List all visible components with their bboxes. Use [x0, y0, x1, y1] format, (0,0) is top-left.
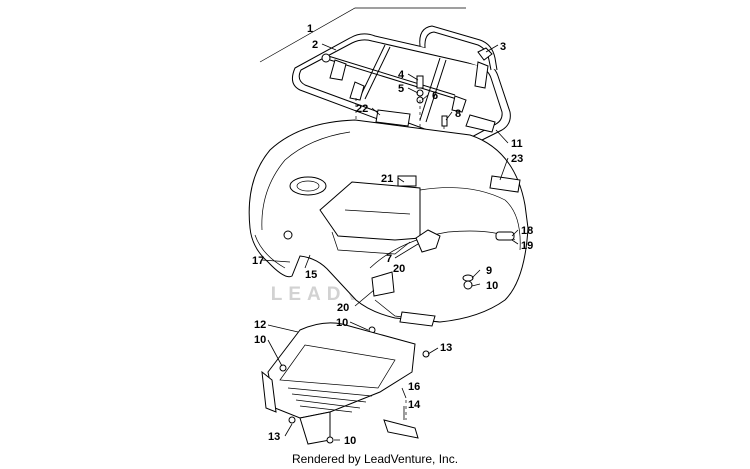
rack-inner-tube	[298, 39, 503, 142]
callout-14: 14	[408, 399, 421, 411]
footwell-floor	[279, 344, 396, 389]
rivet	[321, 53, 331, 63]
callout-7: 7	[386, 253, 392, 265]
rack-crossbar	[324, 54, 456, 96]
callout-16: 17	[252, 255, 264, 267]
rack-crossbar	[329, 59, 461, 101]
callout-4: 4	[398, 69, 405, 81]
decal-22	[375, 109, 411, 127]
callout-8: 8	[455, 108, 461, 120]
rack-foot	[329, 59, 347, 81]
callout-22: 22	[356, 103, 368, 115]
washer	[326, 436, 334, 444]
footwell-rivet	[279, 364, 287, 372]
callout-9: 9	[486, 265, 492, 277]
decal-23	[489, 175, 521, 193]
decal	[397, 175, 417, 187]
rack-foot	[474, 61, 489, 89]
callout-18: 19	[521, 240, 533, 252]
footwell-body	[267, 322, 416, 419]
fender-contour	[261, 131, 351, 231]
rear-rack	[259, 7, 511, 149]
fender-contour	[254, 234, 286, 269]
fender-contour	[419, 187, 521, 251]
callout-23: 23	[511, 153, 523, 165]
rack-reference-line	[259, 7, 466, 63]
footwell-tread	[299, 405, 353, 413]
callout-10: 10	[344, 435, 356, 447]
rack-foot	[349, 81, 365, 101]
callout-11: 11	[511, 138, 523, 150]
callout-17: 18	[521, 225, 533, 237]
fender-rivet	[283, 230, 293, 240]
callout-6: 6	[432, 90, 438, 102]
footwell-tread	[287, 387, 373, 397]
gasket	[415, 229, 441, 253]
callout-19: 20	[337, 302, 349, 314]
rack-crossbar	[359, 44, 386, 98]
nut	[462, 274, 474, 282]
rack-crossbar	[364, 46, 391, 100]
washer	[416, 89, 424, 97]
rack-foot	[451, 95, 467, 113]
rear-fender	[248, 119, 529, 327]
fender-tub-line	[344, 209, 411, 215]
callout-labels: 1 2 3 4 5 6 8 22 11 23 21 18 19 7 17 15 …	[252, 23, 533, 447]
fender-cap	[289, 176, 327, 196]
footwell-tread	[291, 393, 367, 403]
footwell-panel	[299, 411, 331, 445]
footwell-rivet	[288, 416, 296, 424]
rack-crossbar	[425, 59, 447, 123]
footwell-tread	[295, 399, 361, 409]
fender-tub-floor	[331, 231, 411, 255]
leader-lines	[261, 43, 519, 441]
callout-5: 5	[398, 83, 404, 95]
callout-10: 10	[486, 280, 498, 292]
callout-20: 20	[393, 263, 405, 275]
fender-slot	[495, 231, 515, 241]
callout-3: 3	[500, 41, 506, 53]
callout-15: 15	[305, 269, 317, 281]
callout-21: 21	[381, 173, 393, 185]
footrest-plate	[383, 419, 419, 439]
footer-caption: Rendered by LeadVenture, Inc.	[291, 452, 459, 466]
footwell-flap	[261, 370, 277, 413]
callout-10: 10	[254, 334, 266, 346]
rack-side-plate	[465, 114, 496, 133]
mud-flap	[399, 311, 436, 327]
callout-13: 13	[440, 342, 452, 354]
bolt	[416, 75, 424, 89]
washer	[463, 280, 473, 290]
callout-10: 10	[336, 317, 348, 329]
rack-crossbar	[419, 57, 441, 121]
callout-1: 1	[307, 23, 313, 35]
callout-15: 16	[408, 381, 420, 393]
left-footwell	[261, 322, 416, 445]
callout-13: 13	[268, 431, 280, 443]
push-rivet	[422, 350, 430, 358]
fender-cap-inner	[296, 180, 320, 192]
warning-decal	[371, 271, 395, 297]
callout-2: 2	[312, 39, 318, 51]
bolt	[441, 115, 448, 127]
callout-12: 12	[254, 319, 266, 331]
